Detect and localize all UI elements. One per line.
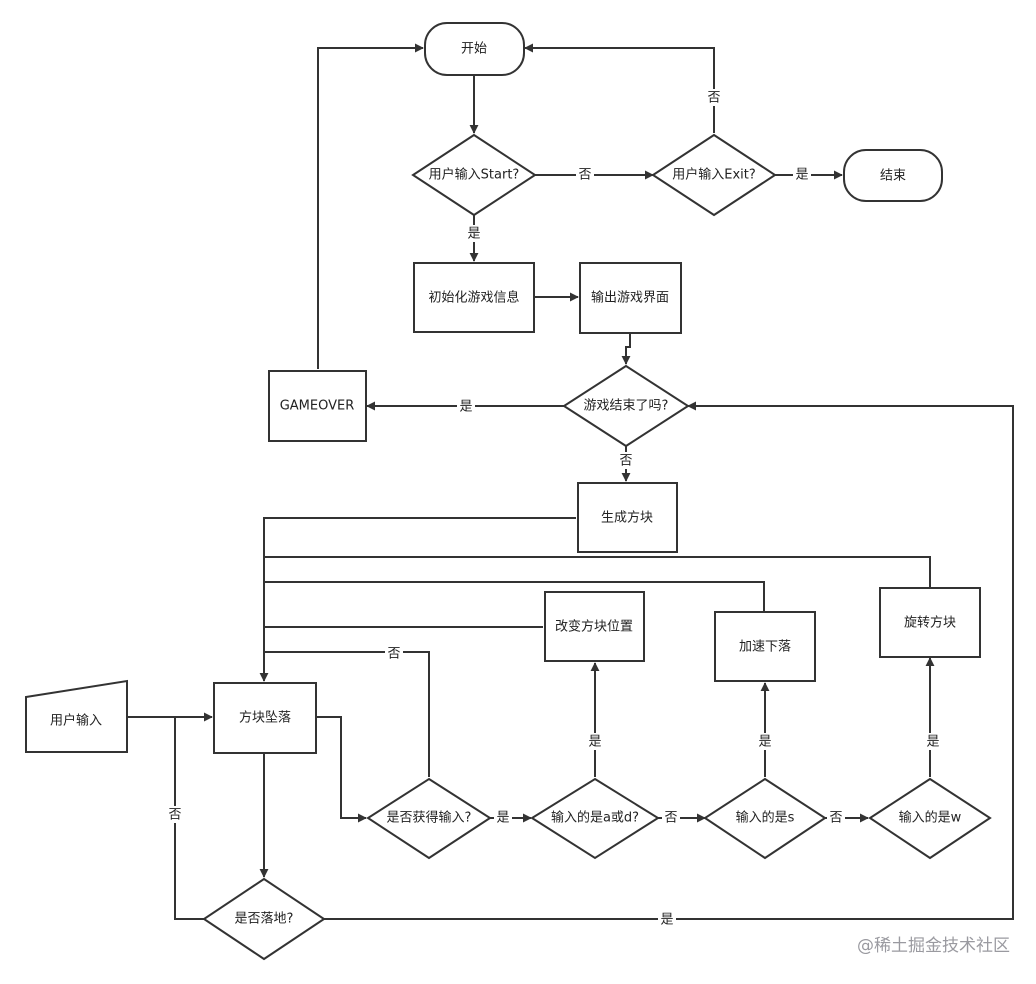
- svg-text:是: 是: [795, 168, 808, 183]
- node-over-decision: 游戏结束了吗?: [562, 364, 690, 448]
- edge-fall-to-input-q: [316, 716, 367, 823]
- svg-text:加速下落: 加速下落: [739, 640, 791, 655]
- edge-label-no-over-q-to-gen: 否: [617, 452, 635, 469]
- node-landed-decision: 是否落地?: [202, 877, 326, 961]
- svg-text:初始化游戏信息: 初始化游戏信息: [428, 290, 519, 306]
- edge-label-no-exit-q-to-start: 否: [705, 89, 723, 106]
- node-init: 初始化游戏信息: [413, 262, 535, 333]
- svg-text:是: 是: [758, 735, 771, 750]
- svg-text:结束: 结束: [880, 169, 906, 184]
- edge-label-no-landed-q-to-fall: 否: [166, 806, 184, 823]
- node-start: 开始: [424, 22, 525, 76]
- edge-label-no-input-q-to-fall: 否: [385, 645, 403, 662]
- node-ad-decision: 输入的是a或d?: [530, 777, 660, 860]
- svg-text:是: 是: [467, 227, 480, 242]
- node-user-input: 用户输入: [25, 679, 128, 753]
- edge-label-yes-landed-q-to-over-q: 是: [658, 911, 676, 928]
- svg-text:游戏结束了吗?: 游戏结束了吗?: [584, 399, 669, 414]
- edge-exit-q-no-to-start: [524, 43, 715, 133]
- edge-label-no-start-q-to-exit-q: 否: [576, 166, 594, 183]
- node-block-fall: 方块坠落: [213, 682, 317, 754]
- nodes: 开始 用户输入Start? 用户输入Exit? 结束 初始化游戏信息 输出游戏界…: [25, 22, 992, 961]
- edge-label-yes-exit-q-to-end: 是: [793, 166, 811, 183]
- edge-label-no-s-q-to-w-q: 否: [827, 809, 845, 826]
- svg-text:否: 否: [168, 808, 181, 823]
- svg-text:否: 否: [707, 91, 720, 106]
- svg-text:用户输入Start?: 用户输入Start?: [429, 167, 520, 183]
- svg-text:用户输入: 用户输入: [50, 713, 102, 729]
- svg-text:输入的是w: 输入的是w: [899, 810, 962, 826]
- edge-label-yes-s-q-to-speed: 是: [756, 733, 774, 750]
- svg-text:生成方块: 生成方块: [601, 510, 653, 526]
- svg-text:是: 是: [588, 735, 601, 750]
- edge-label-yes-w-q-to-rotate: 是: [924, 733, 942, 750]
- edge-landed-q-no-to-fall: [174, 717, 204, 920]
- node-end: 结束: [843, 149, 943, 202]
- node-speed-up: 加速下落: [714, 611, 816, 682]
- svg-text:是否获得输入?: 是否获得输入?: [387, 810, 472, 826]
- svg-text:输入的是s: 输入的是s: [736, 810, 795, 826]
- svg-text:旋转方块: 旋转方块: [904, 615, 956, 631]
- node-generate-block: 生成方块: [577, 482, 678, 553]
- node-start-decision: 用户输入Start?: [411, 133, 537, 217]
- svg-text:输出游戏界面: 输出游戏界面: [591, 290, 669, 306]
- edge-rotate-to-fall: [264, 556, 931, 587]
- edge-label-yes-start-q-to-init: 是: [465, 225, 483, 242]
- node-gameover: GAMEOVER: [268, 370, 367, 442]
- node-s-decision: 输入的是s: [703, 777, 827, 860]
- node-input-decision: 是否获得输入?: [366, 777, 492, 860]
- node-w-decision: 输入的是w: [868, 777, 992, 860]
- edges: [127, 43, 1014, 920]
- edge-label-yes-over-q-to-gameover: 是: [457, 398, 475, 415]
- node-render: 输出游戏界面: [579, 262, 682, 334]
- node-exit-decision: 用户输入Exit?: [651, 133, 777, 217]
- edge-input-q-no-to-fall: [264, 651, 430, 777]
- edge-gen-to-fall: [259, 517, 576, 682]
- node-rotate-block: 旋转方块: [879, 587, 981, 658]
- edge-gameover-to-start: [317, 43, 424, 369]
- svg-text:改变方块位置: 改变方块位置: [555, 619, 633, 635]
- watermark-text: @稀土掘金技术社区: [857, 936, 1010, 956]
- svg-text:否: 否: [387, 647, 400, 662]
- svg-text:否: 否: [619, 454, 632, 469]
- svg-text:是: 是: [496, 811, 509, 826]
- svg-text:用户输入Exit?: 用户输入Exit?: [672, 167, 756, 183]
- svg-text:否: 否: [664, 811, 677, 826]
- edge-label-yes-input-q-to-ad-q: 是: [494, 809, 512, 826]
- svg-text:输入的是a或d?: 输入的是a或d?: [551, 810, 639, 826]
- svg-text:是: 是: [459, 400, 472, 415]
- node-move-block: 改变方块位置: [544, 591, 645, 662]
- svg-text:GAMEOVER: GAMEOVER: [280, 399, 355, 414]
- edge-render-to-over-q: [621, 333, 631, 365]
- edge-labels: 否 是 否 是 是 否 否 否: [166, 89, 942, 928]
- svg-text:开始: 开始: [461, 42, 487, 57]
- svg-text:是: 是: [926, 735, 939, 750]
- svg-text:否: 否: [829, 811, 842, 826]
- edge-label-yes-ad-q-to-move: 是: [586, 733, 604, 750]
- svg-text:是: 是: [660, 913, 673, 928]
- svg-text:否: 否: [578, 168, 591, 183]
- svg-text:是否落地?: 是否落地?: [235, 912, 294, 927]
- edge-label-no-ad-q-to-s-q: 否: [662, 809, 680, 826]
- svg-text:方块坠落: 方块坠落: [239, 710, 291, 726]
- edge-speed-to-fall: [264, 581, 765, 612]
